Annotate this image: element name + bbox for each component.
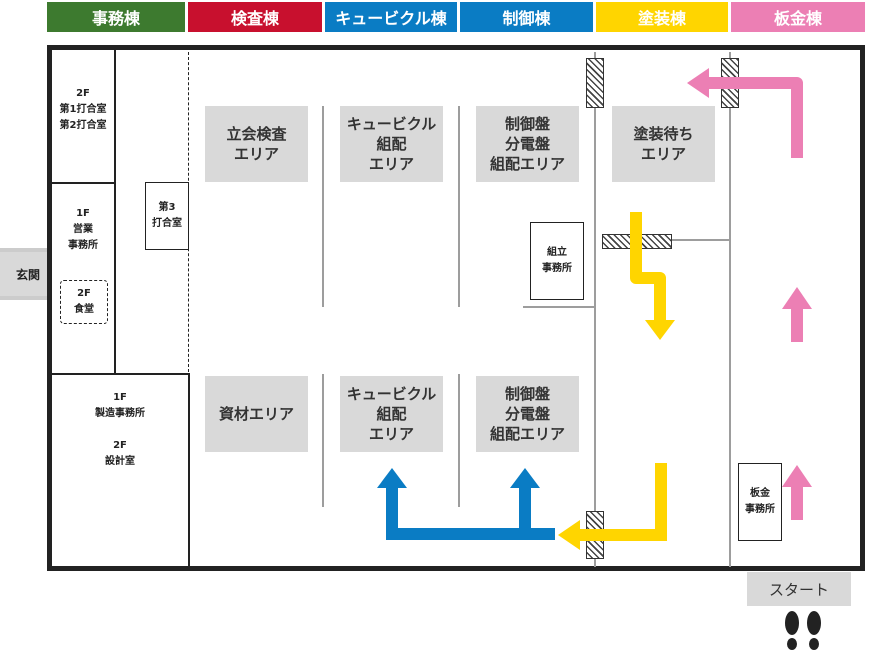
assembly-office-label: 組立 事務所: [542, 247, 572, 274]
cafeteria-2f: 2F 食堂: [60, 280, 108, 324]
entrance-outline: [0, 248, 56, 300]
start-label: スタート: [747, 572, 851, 606]
control-area-label: 制御盤 分電盤 組配エリア: [489, 115, 565, 173]
divider-line: [458, 106, 460, 307]
legend-label: 塗装棟: [637, 9, 686, 28]
sales-office-label: 1F 営業 事務所: [68, 208, 98, 251]
cubicle-area-label: キュービクル 組配 エリア: [346, 385, 437, 443]
office-wall: [188, 373, 190, 567]
manufacturing-office: 1F 製造事務所 2F 設計室: [55, 385, 185, 475]
inspection-area: 立会検査 エリア: [205, 106, 308, 182]
factory-building: [47, 45, 865, 571]
meeting-room-2f-label: 2F 第1打合室 第2打合室: [59, 88, 107, 131]
control-area-label: 制御盤 分電盤 組配エリア: [489, 385, 565, 443]
paint-waiting-label: 塗装待ち エリア: [633, 125, 694, 163]
sheet-metal-office-label: 板金 事務所: [745, 488, 775, 515]
office-wall: [114, 50, 116, 373]
materials-area-label: 資材エリア: [218, 405, 294, 423]
legend-label: 事務棟: [91, 9, 140, 28]
divider-line: [322, 106, 324, 307]
legend-inspection-building: 検査棟: [188, 2, 322, 32]
entrance-label: 玄関: [16, 267, 41, 282]
legend-control-building: 制御棟: [460, 2, 593, 32]
legend-office-building: 事務棟: [47, 2, 185, 32]
control-panel-area-bottom: 制御盤 分電盤 組配エリア: [476, 376, 579, 452]
office-wall: [52, 182, 114, 184]
legend-cubicle-building: キュービクル棟: [325, 2, 457, 32]
legend-label: 制御棟: [502, 9, 551, 28]
pink-route-arrow: [687, 68, 812, 520]
paint-waiting-area: 塗装待ち エリア: [612, 106, 715, 182]
blue-route-arrow: [377, 468, 555, 540]
legend-label: 検査棟: [230, 9, 279, 28]
assembly-office-wall: [523, 306, 595, 308]
sheet-metal-office: 板金 事務所: [738, 463, 782, 541]
start-text: スタート: [768, 580, 829, 599]
paint-area-wall: [671, 239, 731, 241]
sales-office-1f: 1F 営業 事務所: [52, 200, 114, 260]
legend-paint-building: 塗装棟: [596, 2, 728, 32]
meeting-room-2f: 2F 第1打合室 第2打合室: [52, 80, 114, 140]
cubicle-assembly-area-bottom: キュービクル 組配 エリア: [340, 376, 443, 452]
sheet-metal-building-wall: [729, 52, 731, 567]
legend-label: キュービクル棟: [335, 9, 447, 28]
office-wall: [52, 373, 189, 375]
divider-line: [458, 374, 460, 507]
yellow-route-arrow: [558, 212, 675, 550]
shutter-door: [586, 58, 604, 108]
inspection-area-label: 立会検査 エリア: [226, 125, 287, 163]
cubicle-assembly-area-top: キュービクル 組配 エリア: [340, 106, 443, 182]
materials-area: 資材エリア: [205, 376, 308, 452]
legend-sheet-metal-building: 板金棟: [731, 2, 865, 32]
paint-building-wall: [594, 52, 596, 567]
meeting-room-3-label: 第3 打合室: [152, 202, 182, 229]
cafeteria-label: 2F 食堂: [74, 288, 94, 315]
control-panel-area-top: 制御盤 分電盤 組配エリア: [476, 106, 579, 182]
meeting-room-3: 第3 打合室: [145, 182, 189, 250]
entrance: 玄関: [0, 252, 52, 296]
legend-label: 板金棟: [773, 9, 822, 28]
cubicle-area-label: キュービクル 組配 エリア: [346, 115, 437, 173]
manufacturing-office-label: 1F 製造事務所 2F 設計室: [95, 392, 145, 467]
divider-line: [322, 374, 324, 507]
footprints-icon: [785, 611, 821, 650]
assembly-office: 組立 事務所: [530, 222, 584, 300]
